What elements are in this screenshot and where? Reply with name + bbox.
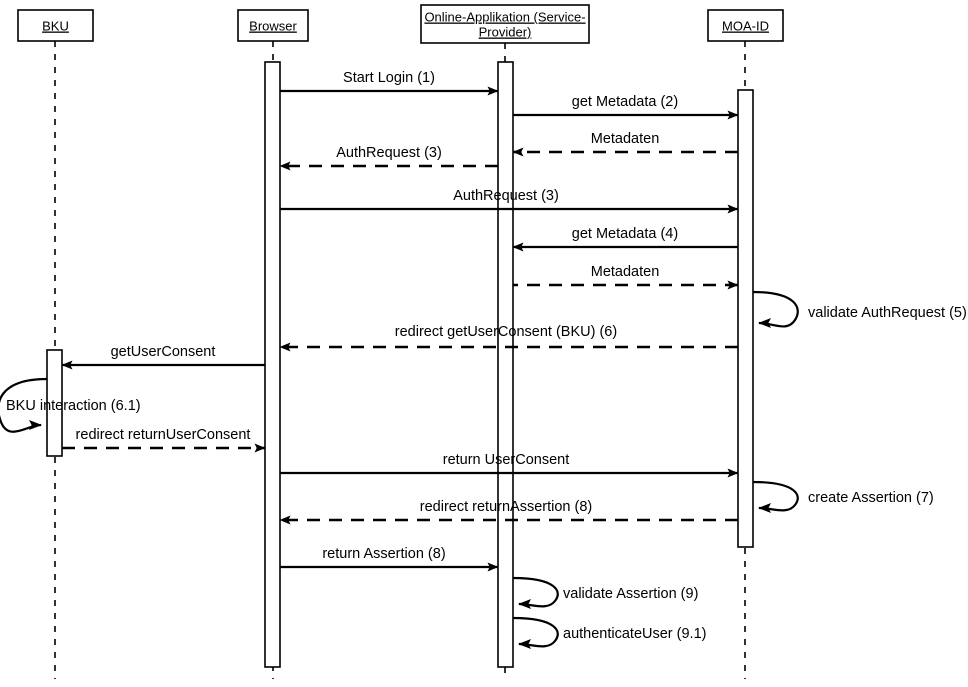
message-label: Metadaten	[591, 264, 660, 280]
self-message-label: authenticateUser (9.1)	[563, 626, 706, 642]
message-label: get Metadata (4)	[572, 226, 678, 242]
lifeline-header-box	[707, 9, 784, 42]
self-message-arc-s5	[512, 616, 559, 650]
self-message-arc-s1	[752, 290, 799, 329]
message-label: redirect returnUserConsent	[76, 427, 251, 443]
message-label: redirect returnAssertion (8)	[420, 499, 592, 515]
lifeline-header-moaid[interactable]: MOA-ID	[707, 9, 784, 42]
self-message-label: validate Assertion (9)	[563, 586, 698, 602]
self-message-arc-s3	[752, 480, 799, 514]
activation-bars-layer	[46, 61, 754, 668]
self-message-arc-s2	[0, 377, 48, 433]
message-label: return UserConsent	[443, 452, 570, 468]
lifeline-header-box	[237, 9, 309, 42]
message-label: Metadaten	[591, 131, 660, 147]
messages-layer	[61, 86, 739, 572]
lifeline-header-label: Provider)	[479, 25, 532, 40]
message-label: AuthRequest (3)	[336, 145, 442, 161]
message-label: Start Login (1)	[343, 70, 435, 86]
lifeline-header-box	[420, 4, 590, 44]
self-message-arc-s4	[512, 576, 559, 610]
message-label: getUserConsent	[111, 344, 216, 360]
message-label: AuthRequest (3)	[453, 188, 559, 204]
message-label: get Metadata (2)	[572, 94, 678, 110]
lifeline-header-label: Browser	[249, 19, 297, 34]
activation-bar-bku	[46, 349, 63, 457]
self-message-label: validate AuthRequest (5)	[808, 305, 967, 321]
activation-bar-browser	[264, 61, 281, 668]
message-label: redirect getUserConsent (BKU) (6)	[395, 324, 617, 340]
lifeline-headers-layer: BKU Browser Online-Applikation (Service-Pr…	[17, 4, 784, 44]
messages-over-activations-layer	[279, 204, 739, 525]
activation-bar-moaid	[737, 89, 754, 548]
lifeline-header-bku[interactable]: BKU	[17, 9, 94, 42]
activation-bar-oa	[497, 61, 514, 668]
lifeline-header-label: MOA-ID	[722, 19, 769, 34]
self-messages-layer	[0, 290, 799, 650]
lifeline-header-label: Online-Applikation (Service-	[424, 10, 585, 25]
self-message-label: BKU interaction (6.1)	[6, 398, 141, 414]
lifeline-header-label: BKU	[42, 19, 69, 34]
message-labels-layer: validate AuthRequest (5) BKU interaction …	[6, 70, 967, 642]
message-label: return Assertion (8)	[322, 546, 445, 562]
lifeline-header-oa[interactable]: Online-Applikation (Service-Provider)	[420, 4, 590, 44]
lifeline-header-browser[interactable]: Browser	[237, 9, 309, 42]
self-message-label: create Assertion (7)	[808, 490, 934, 506]
lifeline-header-box	[17, 9, 94, 42]
